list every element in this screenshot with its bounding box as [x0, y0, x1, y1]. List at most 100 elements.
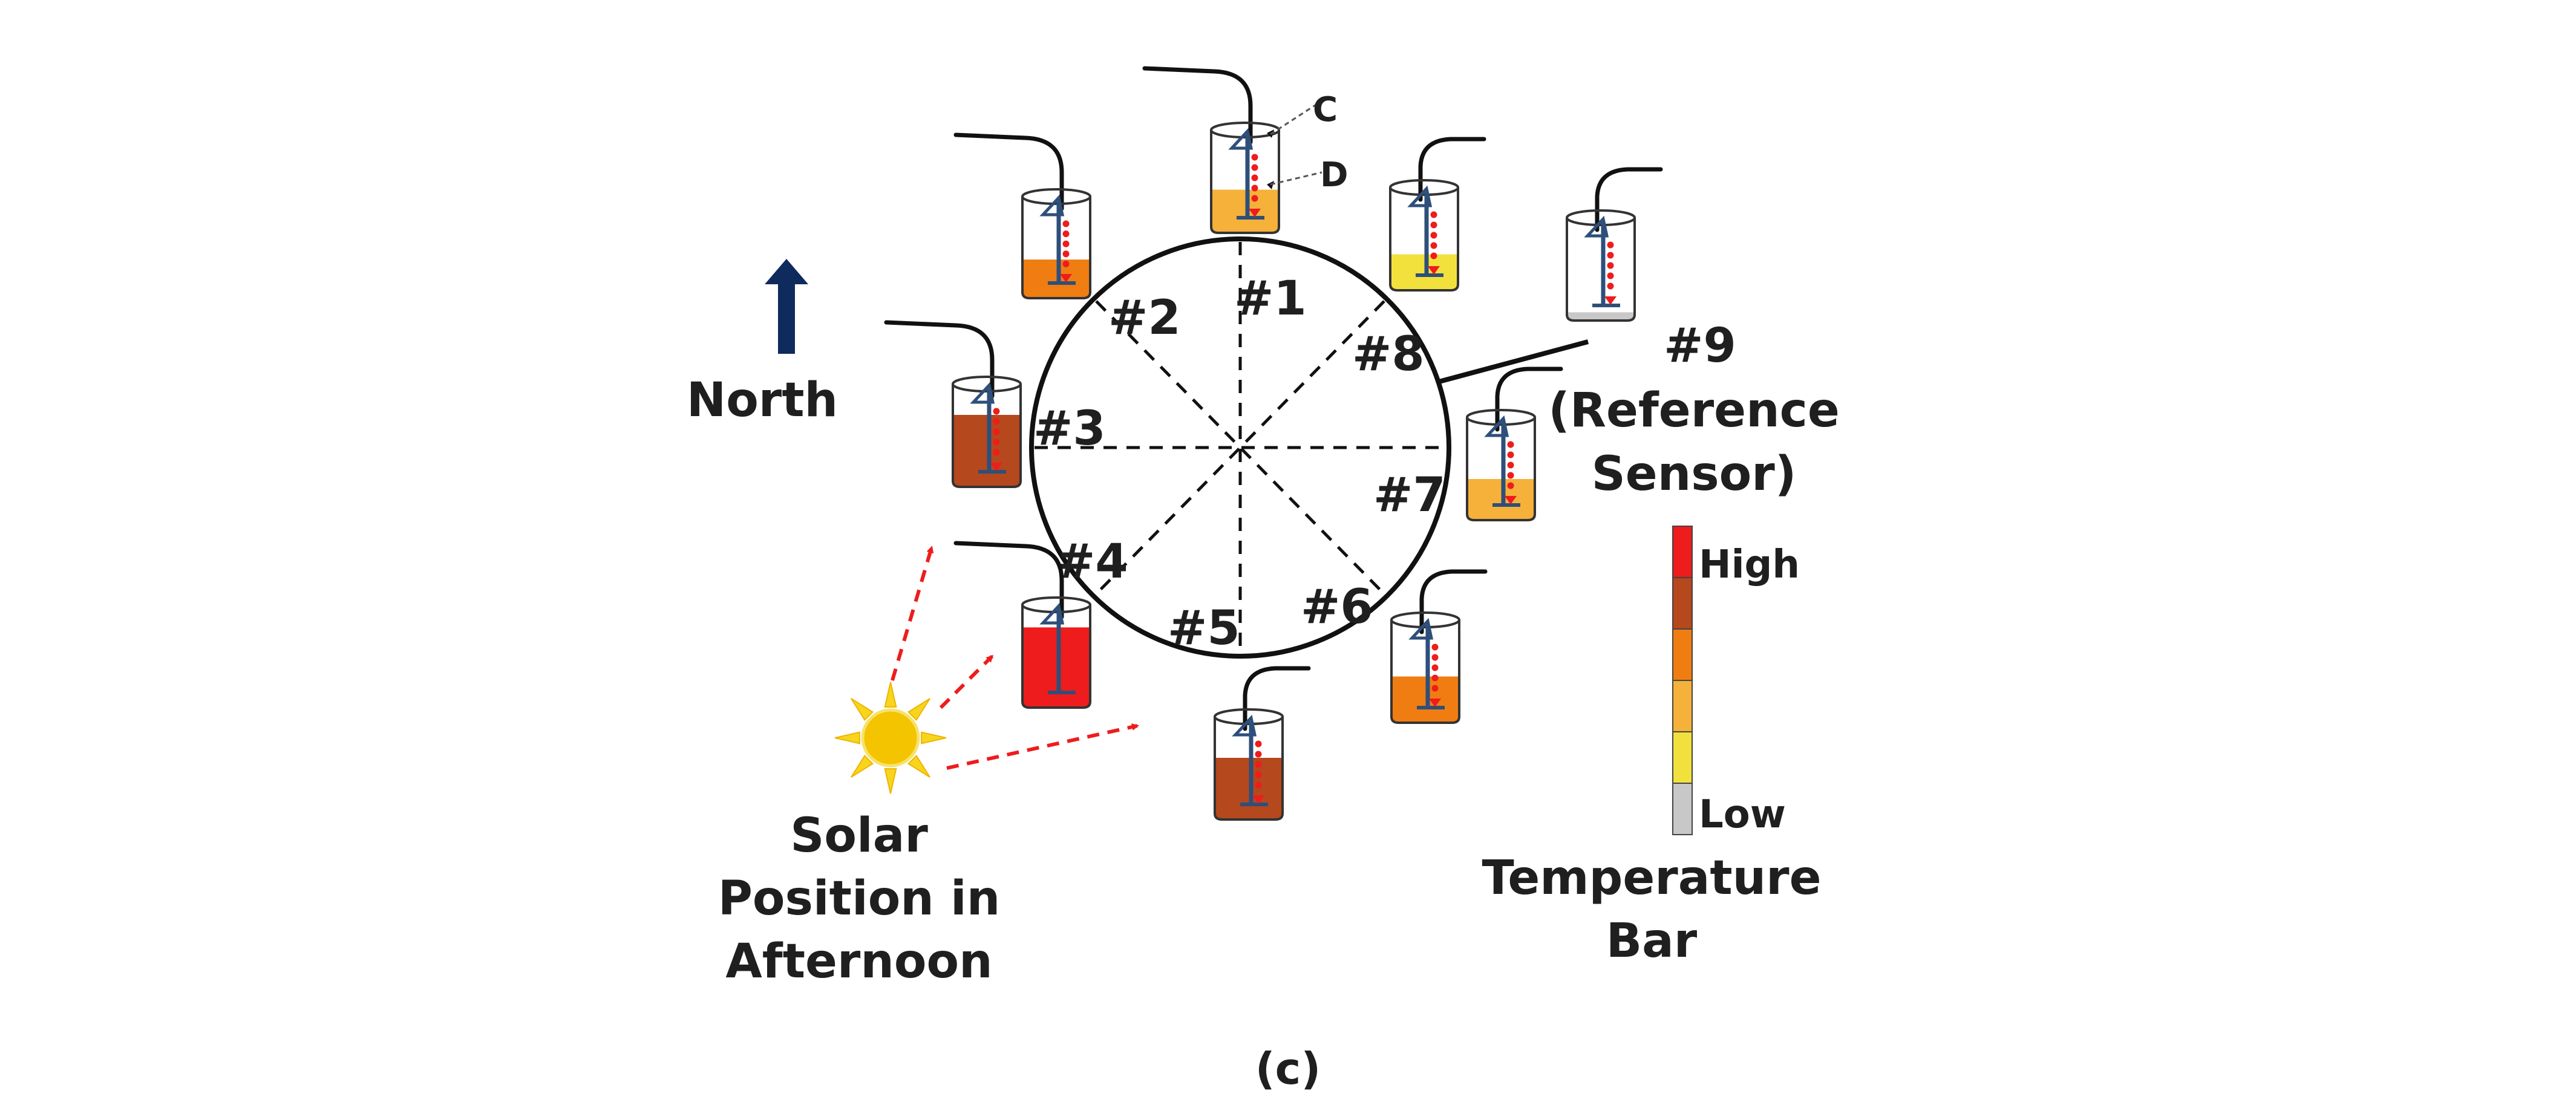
- solar-label: Solar Position in Afternoon: [718, 809, 1000, 989]
- callout-d-marker: [1267, 181, 1274, 189]
- sensor-measure-dot-4-4: [1062, 659, 1070, 666]
- sensor-measure-dot-8-3: [1430, 232, 1437, 239]
- sun-ray-6: [851, 698, 874, 722]
- sensor-beaker-outline-9: [1566, 218, 1636, 322]
- sensor-beaker-outline-8: [1389, 187, 1459, 292]
- sensor-beaker-rim-8: [1389, 179, 1459, 196]
- section-label-6: #6: [1301, 580, 1373, 634]
- sensor-measure-dot-2-5: [1062, 260, 1070, 267]
- sensor-liquid-1: [1211, 189, 1279, 233]
- sensor-measure-dot-1-3: [1251, 174, 1258, 181]
- legend-title-line-2: Bar: [1606, 914, 1698, 968]
- sun-ray-arrow-2: [939, 654, 994, 709]
- sun-ray-1: [921, 731, 947, 745]
- sensor-beaker-7: [1466, 367, 1563, 521]
- legend-low-label: Low: [1699, 792, 1786, 837]
- temperature-legend: High Low Temperature Bar: [1482, 526, 1822, 968]
- sensor-measure-dot-2-3: [1062, 240, 1070, 247]
- sensor-measure-dot-4-1: [1062, 628, 1070, 636]
- sun-disk: [861, 708, 920, 767]
- sensor-cable-5: [1243, 666, 1311, 731]
- sensor-measure-dot-2-4: [1062, 250, 1070, 258]
- sensor-measure-dot-3-5: [993, 449, 1000, 456]
- sensor-measure-arrow-3: [990, 463, 1002, 471]
- callout-d-label: D: [1320, 155, 1348, 195]
- sensor-measure-dot-7-3: [1507, 461, 1514, 469]
- section-labels: #1 #2 #3 #4 #5 #6 #7 #8: [1033, 272, 1446, 656]
- central-circle: [1029, 236, 1451, 659]
- sensor-beaker-rim-7: [1466, 409, 1536, 426]
- sun-icon: [834, 682, 947, 794]
- sensor-measure-dot-5-4: [1255, 771, 1262, 778]
- section-label-1: #1: [1234, 272, 1307, 326]
- sensor-cable-4: [953, 541, 1064, 619]
- sensor-measure-dot-1-5: [1251, 195, 1258, 202]
- sensor-measure-dot-3-1: [993, 408, 1000, 415]
- sensor-liquid-2: [1022, 259, 1090, 298]
- legend-swatch-2: [1672, 577, 1693, 630]
- legend-swatch-1: [1672, 526, 1693, 578]
- sensor-beaker-rim-1: [1210, 122, 1280, 138]
- sensor-cable-7: [1495, 367, 1563, 432]
- sensor-measure-dot-8-4: [1430, 242, 1437, 249]
- sensor-beaker-outline-2: [1021, 197, 1091, 299]
- sensor-cable-8: [1418, 137, 1486, 202]
- sensor-beaker-1: [1142, 66, 1280, 234]
- sensor-liquid-7: [1467, 479, 1535, 520]
- sensor-beaker-outline-4: [1021, 605, 1091, 709]
- sensor-beaker-outline-1: [1210, 130, 1280, 234]
- sun-ray-3: [884, 768, 897, 794]
- sensor-measure-dot-3-3: [993, 428, 1000, 435]
- legend-swatch-6: [1672, 783, 1693, 835]
- sensor-measure-dot-6-1: [1431, 644, 1439, 651]
- sensor-beakers: [884, 66, 1663, 821]
- sensor-beaker-6: [1390, 569, 1488, 724]
- sensor-measure-dot-9-5: [1607, 282, 1614, 290]
- sensor-measure-dot-4-3: [1062, 649, 1070, 656]
- sensor-measure-dot-9-1: [1607, 241, 1614, 249]
- sensor-cable-6: [1419, 569, 1488, 634]
- sun-group: [834, 546, 1139, 794]
- section-label-7: #7: [1373, 468, 1446, 523]
- legend-swatch-5: [1672, 731, 1693, 784]
- sensor-measure-dot-5-5: [1255, 781, 1262, 789]
- sensor-measure-dot-6-3: [1431, 664, 1439, 671]
- sensor-measure-dot-6-4: [1431, 674, 1439, 682]
- north-label: North: [687, 373, 838, 428]
- callout-markers: [1267, 129, 1274, 189]
- sun-ray-2: [907, 754, 930, 778]
- sensor-cable-3: [884, 320, 995, 399]
- sensor-measure-arrow-9: [1604, 296, 1617, 305]
- sensor-measure-dot-4-5: [1062, 670, 1070, 677]
- sensor-beaker-3: [884, 320, 1022, 488]
- sensor-measure-dot-3-2: [993, 418, 1000, 425]
- sensor-cable-2: [953, 132, 1064, 211]
- sensor-beaker-rim-4: [1021, 596, 1091, 613]
- sensor-measure-dot-9-2: [1607, 252, 1614, 259]
- sensor-probe-head-5: [1232, 714, 1257, 737]
- sun-ray-7: [884, 682, 897, 708]
- sun-ray-5: [834, 731, 860, 745]
- sensor-measure-dot-2-2: [1062, 230, 1070, 238]
- sensor-measure-dot-9-4: [1607, 272, 1614, 279]
- callouts: C D: [1270, 90, 1348, 195]
- sensor-probe-head-7: [1484, 415, 1509, 437]
- sensor-beaker-9: [1566, 167, 1663, 322]
- reference-connector-line: [1436, 339, 1589, 385]
- sensor-measure-dot-1-1: [1251, 154, 1258, 161]
- sensor-beaker-rim-3: [952, 376, 1022, 393]
- north-indicator: North: [687, 259, 838, 428]
- sensor-beaker-4: [953, 541, 1091, 709]
- sensor-beaker-rim-2: [1021, 188, 1091, 205]
- section-label-3: #3: [1033, 402, 1106, 456]
- callout-c-label: C: [1313, 90, 1338, 129]
- reference-label-line-1: #9: [1664, 319, 1736, 373]
- sensor-liquid-8: [1390, 254, 1458, 290]
- section-label-8: #8: [1352, 327, 1425, 382]
- sensor-measure-arrow-1: [1249, 209, 1261, 217]
- sensor-measure-dot-8-5: [1430, 252, 1437, 259]
- sensor-measure-dot-1-4: [1251, 184, 1258, 192]
- sensor-measure-arrow-7: [1505, 496, 1517, 504]
- sensor-measure-dot-6-5: [1431, 685, 1439, 692]
